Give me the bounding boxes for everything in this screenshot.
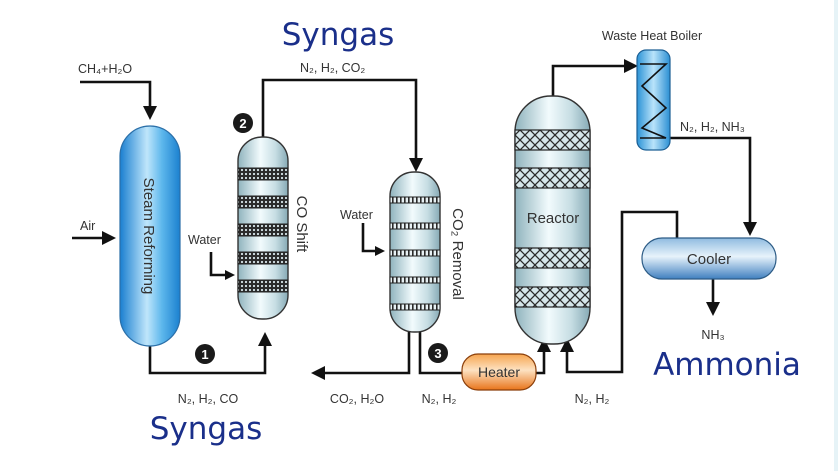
feed-label: CH₄+H₂O [78, 62, 132, 76]
air-label: Air [80, 219, 95, 233]
product-label: NH₃ [701, 328, 724, 342]
water-removal-label: Water [340, 208, 373, 222]
step-marker-2: 2 [233, 113, 253, 133]
boiler-to-cooler-line [666, 136, 757, 236]
syngas-bottom-annotation: Syngas [150, 411, 263, 447]
heater-to-reactor-line [535, 338, 551, 375]
reactor-to-boiler-line [551, 59, 638, 97]
waste-heat-boiler-label: Waste Heat Boiler [602, 29, 702, 43]
shift-outlet-label: N₂, H₂, CO₂ [300, 61, 365, 75]
steam-reforming-label: Steam Reforming [140, 178, 157, 295]
heat-coil [640, 63, 669, 139]
tray [389, 303, 441, 311]
catalyst-bed [237, 167, 289, 181]
step-number: 2 [239, 116, 246, 131]
catalyst-bed [237, 223, 289, 237]
boiler-outlet-label: N₂, H₂, NH₃ [680, 120, 745, 134]
heater-label: Heater [478, 364, 520, 380]
purified-gas-label: N₂, H₂ [422, 392, 457, 406]
water-shift-line [209, 252, 235, 280]
removal-to-heater-line [418, 332, 463, 375]
co2-removal-vessel: CO₂ Removal [389, 171, 466, 333]
step-number: 1 [201, 347, 208, 362]
catalyst-bed [514, 286, 591, 308]
catalyst-bed [237, 251, 289, 265]
steam-reforming-vessel: Steam Reforming [119, 125, 181, 347]
tray [389, 249, 441, 257]
heater-unit: Heater [461, 353, 537, 391]
recycle-line [560, 210, 679, 374]
ammonia-annotation: Ammonia [653, 347, 801, 383]
reactor-label: Reactor [527, 210, 580, 227]
step-marker-3: 3 [428, 343, 448, 363]
cooler-vessel: Cooler [641, 237, 777, 280]
tray [389, 222, 441, 230]
co-shift-label: CO Shift [293, 196, 310, 254]
reformer-to-shift-line [148, 332, 272, 375]
co2-removal-label: CO₂ Removal [449, 208, 466, 300]
catalyst-bed [237, 195, 289, 209]
catalyst-bed [514, 247, 591, 269]
page-edge [834, 0, 838, 471]
reactor-vessel: Reactor [514, 95, 591, 345]
syngas-top-annotation: Syngas [282, 17, 395, 53]
catalyst-bed [514, 167, 591, 189]
co2-waste-label: CO₂, H₂O [330, 392, 384, 406]
co2-waste-line [311, 332, 411, 380]
recycle-label: N₂, H₂ [575, 392, 610, 406]
water-removal-line [361, 223, 385, 256]
co-shift-vessel: CO Shift [237, 136, 310, 320]
catalyst-bed [237, 279, 289, 293]
step-number: 3 [434, 346, 441, 361]
waste-heat-boiler: Waste Heat Boiler [602, 29, 702, 151]
shift-to-removal-line [261, 78, 423, 172]
step-marker-1: 1 [195, 344, 215, 364]
cooler-label: Cooler [687, 251, 731, 268]
tray [389, 276, 441, 284]
tray [389, 196, 441, 204]
reformer-outlet-label: N₂, H₂, CO [178, 392, 239, 406]
catalyst-bed [514, 129, 591, 151]
feed-line [80, 80, 157, 120]
water-shift-label: Water [188, 233, 221, 247]
